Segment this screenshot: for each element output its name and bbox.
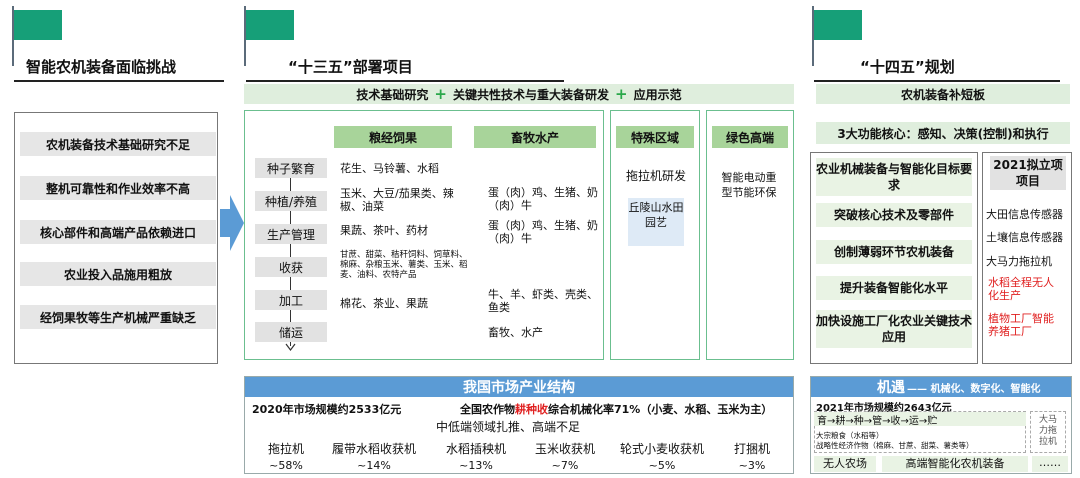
- grain-planting: 玉米、大豆/茄果类、辣椒、油菜: [340, 187, 454, 213]
- special-item: 拖拉机研发: [625, 169, 686, 183]
- stage-processing: 加工: [255, 290, 327, 310]
- right-title: “十四五”规划: [860, 58, 955, 76]
- grain-management: 果蔬、茶叶、药材: [340, 224, 428, 237]
- market-item-pct: ~58%: [269, 459, 303, 472]
- market-item: 轮式小麦收获机 ~5%: [610, 440, 714, 472]
- market-item: 履带水稻收获机 ~14%: [322, 440, 426, 472]
- livestock-processing: 牛、羊、虾类、壳类、鱼类: [488, 288, 598, 314]
- opp-title-sub: —— 机械化、数字化、智能化: [907, 383, 1041, 395]
- market-item-pct: ~13%: [459, 459, 493, 472]
- flag-icon: [814, 10, 862, 40]
- market-item: 拖拉机 ~58%: [258, 440, 314, 472]
- opp-highend-equipment: 高端智能化农机装备: [882, 456, 1028, 472]
- market-item-name: 轮式小麦收获机: [619, 442, 704, 456]
- market-sub: 中低端领域扎推、高端不足: [436, 420, 581, 434]
- project-item: 大田信息传感器: [986, 208, 1063, 221]
- flag-icon: [246, 10, 294, 40]
- stage-storage: 储运: [255, 322, 327, 342]
- head-livestock: 畜牧水产: [474, 126, 596, 148]
- arrow-right-icon: [220, 195, 244, 251]
- market-item-pct: ~3%: [738, 459, 766, 472]
- market-size: 2020年市场规模约2533亿元: [252, 403, 402, 416]
- market-item-name: 履带水稻收获机: [331, 442, 416, 456]
- right-title-underline: [814, 80, 1060, 82]
- stage-management: 生产管理: [255, 224, 327, 244]
- stage-harvest: 收获: [255, 257, 327, 277]
- left-title-underline: [14, 80, 224, 82]
- flag-pole: [812, 6, 814, 66]
- goal-item: 突破核心技术及零部件: [816, 203, 972, 227]
- crops-line-2: 战略性经济作物（棉麻、甘蔗、甜菜、薯类等）: [816, 441, 974, 450]
- market-item: 水稻插秧机 ~13%: [436, 440, 516, 472]
- goal-item: 创制薄弱环节农机装备: [816, 240, 972, 264]
- livestock-planting: 蛋（肉）鸡、生猪、奶（肉）牛: [488, 186, 598, 212]
- market-item-name: 拖拉机: [267, 442, 304, 456]
- chain-text: 育→耕→种→管→收→运→贮: [814, 412, 1026, 427]
- plus-icon: +: [434, 85, 447, 103]
- middle-title: “十三五”部署项目: [288, 58, 413, 76]
- goal-item: 农业机械装备与智能化目标要求: [816, 158, 972, 196]
- project-item: 大马力拖拉机: [986, 255, 1052, 268]
- market-item-name: 打捆机: [733, 442, 770, 456]
- green-highend-panel: [706, 110, 794, 360]
- challenge-item: 农机装备技术基础研究不足: [20, 132, 216, 156]
- project-item: 水稻全程无人化生产: [988, 276, 1054, 302]
- mechanization-rate: 全国农作物耕种收综合机械化率71%（小麦、水稻、玉米为主）: [460, 401, 772, 417]
- head-special: 特殊区域: [616, 126, 694, 148]
- challenge-item: 经饲果牧等生产机械严重缺乏: [20, 305, 216, 329]
- flag-pole: [244, 6, 246, 66]
- opp-title-main: 机遇: [877, 380, 905, 396]
- market-item-name: 水稻插秧机: [445, 442, 506, 456]
- project-item: 植物工厂智能养猪工厂: [988, 312, 1054, 338]
- banner-basic-research: 技术基础研究: [356, 87, 429, 102]
- grain-harvest: 甘蔗、甜菜、秸秆饲料、饲草料、棉麻、杂粮玉米、薯类、玉米、稻麦、油料、农特产品: [340, 250, 468, 280]
- opportunity-title: 机遇—— 机械化、数字化、智能化: [811, 377, 1071, 397]
- market-item-pct: ~5%: [648, 459, 676, 472]
- arrow-down-icon: [285, 343, 296, 351]
- opp-size: 2021年市场规模约2643亿元: [816, 403, 952, 414]
- middle-title-underline: [246, 80, 564, 82]
- market-title: 我国市场产业结构: [245, 377, 793, 397]
- challenge-item: 农业投入品施用粗放: [20, 262, 216, 286]
- crops-line-1: 大宗粮食（水稻等）: [816, 431, 884, 440]
- special-sub: 丘陵山水田园艺: [628, 198, 684, 246]
- grain-seed: 花生、马铃薯、水稻: [340, 162, 439, 175]
- opp-side-item: 大马力拖拉机: [1030, 411, 1066, 453]
- timeline-line: [290, 160, 291, 346]
- project-item: 土壤信息传感器: [986, 231, 1063, 244]
- challenge-item: 整机可靠性和作业效率不高: [20, 176, 216, 200]
- goal-item: 提升装备智能化水平: [816, 276, 972, 300]
- left-title: 智能农机装备面临挑战: [26, 58, 177, 76]
- mech-pre: 全国农作物: [460, 403, 515, 416]
- plus-icon: +: [615, 85, 628, 103]
- challenge-item: 核心部件和高端产品依赖进口: [20, 220, 216, 244]
- opp-unmanned-farm: 无人农场: [814, 456, 876, 472]
- chain-box: [814, 411, 1026, 453]
- grain-processing: 棉花、茶业、果蔬: [340, 297, 428, 310]
- projects-head: 2021拟立项项目: [990, 156, 1066, 190]
- goal-item: 加快设施工厂化农业关键技术应用: [816, 310, 972, 348]
- livestock-management: 蛋（肉）鸡、生猪、奶（肉）牛: [488, 219, 598, 245]
- head-green: 绿色高端: [712, 126, 788, 148]
- market-item-pct: ~14%: [357, 459, 391, 472]
- stage-seed: 种子繁育: [255, 158, 327, 178]
- core-banner: 3大功能核心：感知、决策(控制)和执行: [816, 122, 1070, 144]
- head-grain: 粮经饲果: [334, 126, 452, 148]
- flag-pole: [12, 6, 14, 66]
- green-item: 智能电动重型节能环保: [721, 171, 777, 199]
- market-item-name: 玉米收获机: [534, 442, 595, 456]
- stage-planting: 种植/养殖: [255, 191, 327, 211]
- flag-icon: [14, 10, 62, 40]
- project-banner: 技术基础研究 + 关键共性技术与重大装备研发 + 应用示范: [244, 84, 794, 104]
- market-item: 打捆机 ~3%: [724, 440, 780, 472]
- mech-post: 综合机械化率71%（小麦、水稻、玉米为主）: [548, 403, 773, 416]
- banner-key-tech: 关键共性技术与重大装备研发: [452, 87, 609, 102]
- mech-highlight: 耕种收: [515, 403, 548, 416]
- right-banner: 农机装备补短板: [816, 84, 1070, 104]
- market-item-pct: ~7%: [551, 459, 579, 472]
- market-item: 玉米收获机 ~7%: [526, 440, 604, 472]
- livestock-storage: 畜牧、水产: [488, 326, 543, 339]
- opp-more: ……: [1032, 456, 1068, 472]
- banner-demo: 应用示范: [633, 87, 682, 102]
